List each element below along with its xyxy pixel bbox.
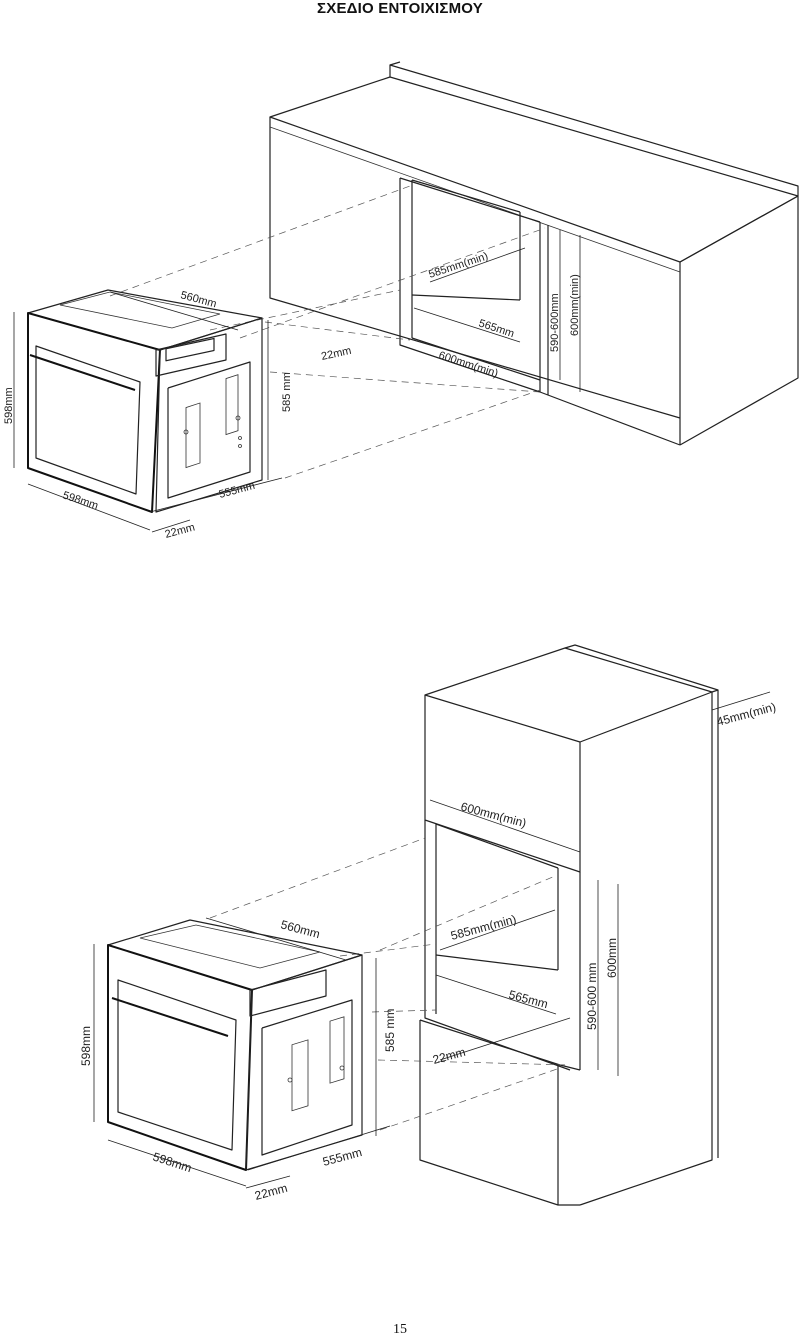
- under-counter-diagram: 560mm 598mm 598mm 555mm 22mm 585 mm 22mm…: [3, 61, 799, 541]
- label-565mm: 565mm: [477, 317, 516, 340]
- label-22mm-niche: 22mm: [320, 345, 352, 363]
- label-600mm-column-height: 600mm: [605, 938, 619, 978]
- label-600mm-min-height: 600mm(min): [569, 274, 581, 336]
- label-555mm-column: 555mm: [321, 1145, 363, 1169]
- label-22mm-front: 22mm: [164, 521, 197, 541]
- label-555mm: 555mm: [218, 480, 257, 501]
- label-22mm-column-front: 22mm: [253, 1181, 289, 1203]
- label-585mm-min: 585mm(min): [427, 250, 489, 280]
- oven-unit-column: [107, 919, 363, 1171]
- label-598mm-column-width: 598mm: [151, 1150, 193, 1176]
- label-600mm-min-cabinet: 600mm(min): [459, 799, 528, 830]
- label-598mm-column-height: 598mm: [79, 1026, 93, 1066]
- label-585mm-column-body: 585 mm: [383, 1009, 397, 1052]
- label-565mm-column: 565mm: [507, 987, 549, 1011]
- page-title: ΣΧΕΔΙΟ ΕΝΤΟΙΧΙΣΜΟΥ: [317, 0, 483, 17]
- label-45mm-min: 45mm(min): [715, 700, 777, 729]
- column-diagram: 45mm(min) 600mm(min) 560mm 585mm(min) 59…: [79, 644, 777, 1206]
- countertop-cabinet: [269, 61, 799, 446]
- label-598mm-height: 598mm: [3, 387, 15, 424]
- label-600mm-min-width: 600mm(min): [437, 349, 499, 379]
- label-560mm-column: 560mm: [279, 917, 321, 941]
- label-585mm-body: 585 mm: [281, 372, 293, 412]
- label-598mm-width: 598mm: [61, 489, 100, 512]
- oven-unit: [27, 289, 263, 513]
- label-590-600mm: 590-600mm: [549, 293, 561, 352]
- label-590-600mm-column: 590-600 mm: [585, 963, 599, 1030]
- label-22mm-column-niche: 22mm: [431, 1045, 467, 1067]
- page-number: 15: [393, 1322, 407, 1337]
